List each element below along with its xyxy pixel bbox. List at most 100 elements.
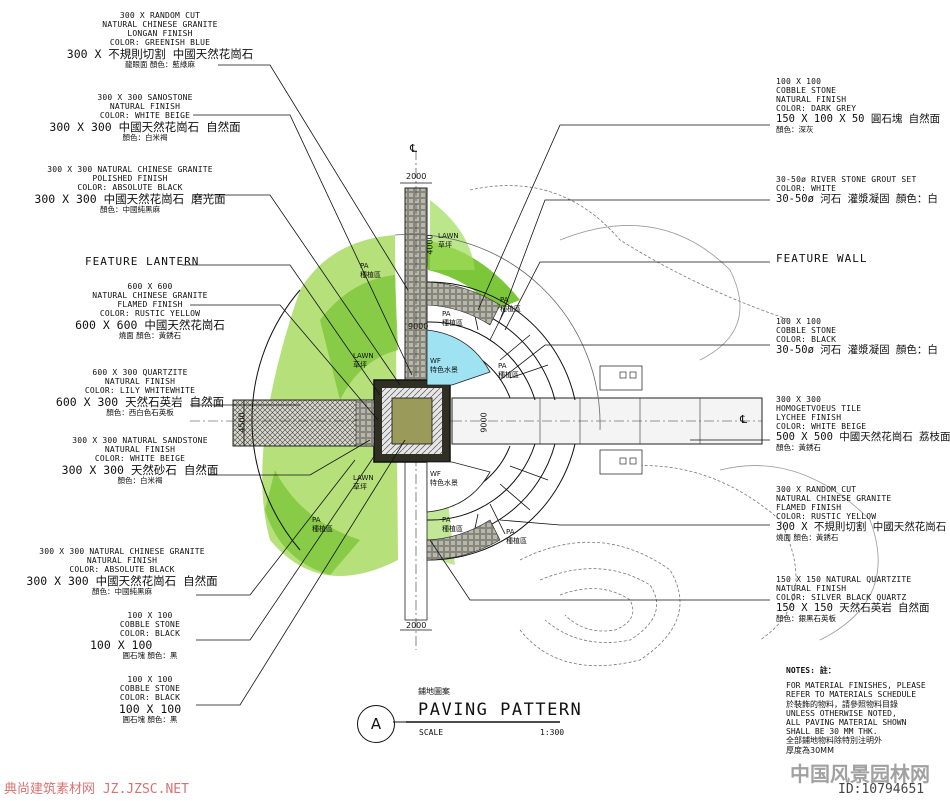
label-dimension-cn: 150 X 150 天然石英岩 自然面 (776, 601, 930, 614)
label-line: HOMOGETVOEUS TILE (776, 403, 862, 413)
notes-line: UNLESS OTHERWISE NOTED, (786, 708, 897, 718)
label-line: COBBLE STONE (776, 325, 837, 335)
label-line: 600 X 600 (127, 282, 173, 291)
label-cobble-black-right: 100 X 100 COBBLE STONE COLOR: BLACK 30-5… (776, 317, 938, 357)
notes-heading: NOTES: 註： (786, 666, 836, 675)
title-chinese: 鋪地圖案 (418, 687, 450, 696)
label-cn: 顏色：深灰 (776, 124, 814, 134)
wf-cn-text: 特色水景 (430, 366, 458, 374)
label-random-cut-granite-greenish-blue: 300 X RANDOM CUT NATURAL CHINESE GRANITE… (60, 11, 260, 69)
label-river-stone-white: 30-50ø RIVER STONE GROUT SET COLOR: WHIT… (776, 175, 938, 206)
pa-cn-text: 種植區 (360, 271, 381, 279)
label-cn: 燒面 顏色：黃銹石 (776, 532, 839, 542)
label-random-cut-rustic-yellow: 300 X RANDOM CUT NATURAL CHINESE GRANITE… (776, 485, 946, 542)
label-line: FLAMED FINISH (117, 299, 183, 309)
vertical-axis (404, 150, 428, 650)
label-dimension-cn: 300 X 不規則切割 中國天然花崗石 (66, 46, 254, 61)
lawn-cn-text: 草坪 (438, 241, 452, 249)
label-granite-rustic-yellow-600: 600 X 600 NATURAL CHINESE GRANITE FLAMED… (50, 282, 250, 340)
label-line: 100 X 100 (776, 77, 822, 86)
contour-lines (469, 185, 797, 667)
notes-line: 於裝飾的物料，請參照物料目錄 (786, 699, 898, 709)
label-line: COBBLE STONE (776, 85, 837, 95)
label-cn: 顏色：中國純黑麻 (92, 586, 152, 596)
label-line: 300 X 300 SANOSTONE (97, 93, 193, 102)
dimension-4000: 4000 (425, 234, 435, 255)
label-dimension-cn: 300 X 300 中國天然花崗石 磨光面 (34, 191, 226, 206)
notes-line: 全部鋪地物料除特別注明外 (786, 736, 882, 746)
label-line: COLOR: WHITE BEIGE (776, 421, 867, 431)
pa-cn-text: 種植區 (506, 537, 527, 545)
label-line: COLOR: DARK GREY (776, 103, 857, 113)
label-dimension-cn: 30-50ø 河石 灌漿凝固 顏色：白 (776, 192, 938, 205)
label-quartzite-lily-white: 600 X 300 QUARTZITE NATURAL FINISH COLOR… (40, 368, 240, 417)
label-cn: 燒面 顏色：黃銹石 (118, 330, 182, 340)
feature-lantern-label: FEATURE LANTERN (85, 255, 200, 268)
label-homogeneous-tile: 300 X 300 HOMOGETVOEUS TILE LYCHEE FINIS… (776, 395, 950, 452)
label-line: COLOR: WHITE BEIGE (94, 453, 186, 463)
pa-text: PA (498, 362, 507, 370)
label-quartzite-silver-black: 150 X 150 NATURAL QUARTZITE NATURAL FINI… (776, 575, 930, 623)
label-line: COLOR: ABSOLUTE BLACK (69, 564, 175, 574)
scale-label: SCALE (419, 728, 444, 737)
watermark-id: ID:10794651 (838, 782, 925, 797)
notes-line: FOR MATERIAL FINISHES, PLEASE (786, 681, 926, 691)
label-cn: 顏色：白米褐 (117, 475, 163, 485)
leader-lines-right (429, 124, 770, 601)
label-line: COLOR: WHITE (776, 183, 837, 193)
pa-cn-text: 種植區 (498, 371, 519, 379)
label-line: COLOR: GREENISH BLUE (109, 37, 211, 47)
label-line: COLOR: SILVER BLACK QUARTZ (776, 592, 907, 602)
label-line: 300 X RANDOM CUT (119, 11, 201, 20)
label-line: NATURAL CHINESE GRANITE (92, 290, 208, 300)
pa-cn-text: 種植區 (500, 305, 521, 313)
label-line: 300 X 300 (776, 395, 822, 404)
notes-line: ALL PAVING MATERIAL SHOWN (786, 717, 907, 727)
pa-cn-text: 種植區 (442, 525, 463, 533)
watermark-right: 中国风景园林网 (790, 762, 930, 786)
label-line: COLOR: WHITE BEIGE (99, 110, 191, 120)
lawn-cn-text: 草坪 (353, 483, 367, 491)
label-line: COLOR: BLACK (119, 628, 181, 638)
lawn-text: LAWN (353, 474, 374, 482)
label-granite-absolute-black-natural: 300 X 300 NATURAL CHINESE GRANITE NATURA… (12, 547, 232, 596)
label-dimension-cn: 300 X 300 中國天然花崗石 自然面 (49, 119, 241, 134)
main-axis (190, 365, 763, 475)
dimension-4500: 4500 (237, 412, 247, 433)
centerline-marker-top: ℄ (410, 142, 418, 155)
drawing-marker-a: A (357, 705, 395, 743)
label-line: 100 X 100 (776, 317, 822, 326)
dimension-2000-bottom: 2000 (406, 621, 427, 630)
feature-wall-label: FEATURE WALL (776, 252, 868, 265)
lawn-text: LAWN (353, 352, 374, 360)
label-line: NATURAL FINISH (86, 555, 158, 565)
label-line: COBBLE STONE (119, 619, 181, 629)
label-cn: 顏色：西白色石英板 (106, 407, 174, 417)
label-line: 300 X 300 NATURAL SANDSTONE (72, 436, 208, 445)
label-line: 300 X 300 NATURAL CHINESE GRANITE (39, 547, 205, 556)
label-line: NATURAL FINISH (109, 101, 181, 111)
label-line: NATURAL CHINESE GRANITE (102, 19, 218, 29)
dimension-9000-right: 9000 (479, 412, 489, 433)
label-line: 300 X 300 NATURAL CHINESE GRANITE (47, 165, 213, 174)
label-cn: 圓石塊 顏色：黑 (122, 714, 178, 724)
centerline-marker-right: ℄ (740, 413, 748, 426)
pa-cn-text: 種植區 (442, 319, 463, 327)
label-dimension-cn: 150 X 100 X 50 圓石塊 自然面 (776, 112, 941, 125)
label-line: COBBLE STONE (119, 683, 181, 693)
label-cobble-stone-black-2: 100 X 100 COBBLE STONE COLOR: BLACK 100 … (90, 675, 210, 724)
label-line: COLOR: LILY WHITEWHITE (84, 385, 196, 395)
label-line: 150 X 150 NATURAL QUARTZITE (776, 575, 912, 584)
wf-text: WF (430, 357, 441, 365)
